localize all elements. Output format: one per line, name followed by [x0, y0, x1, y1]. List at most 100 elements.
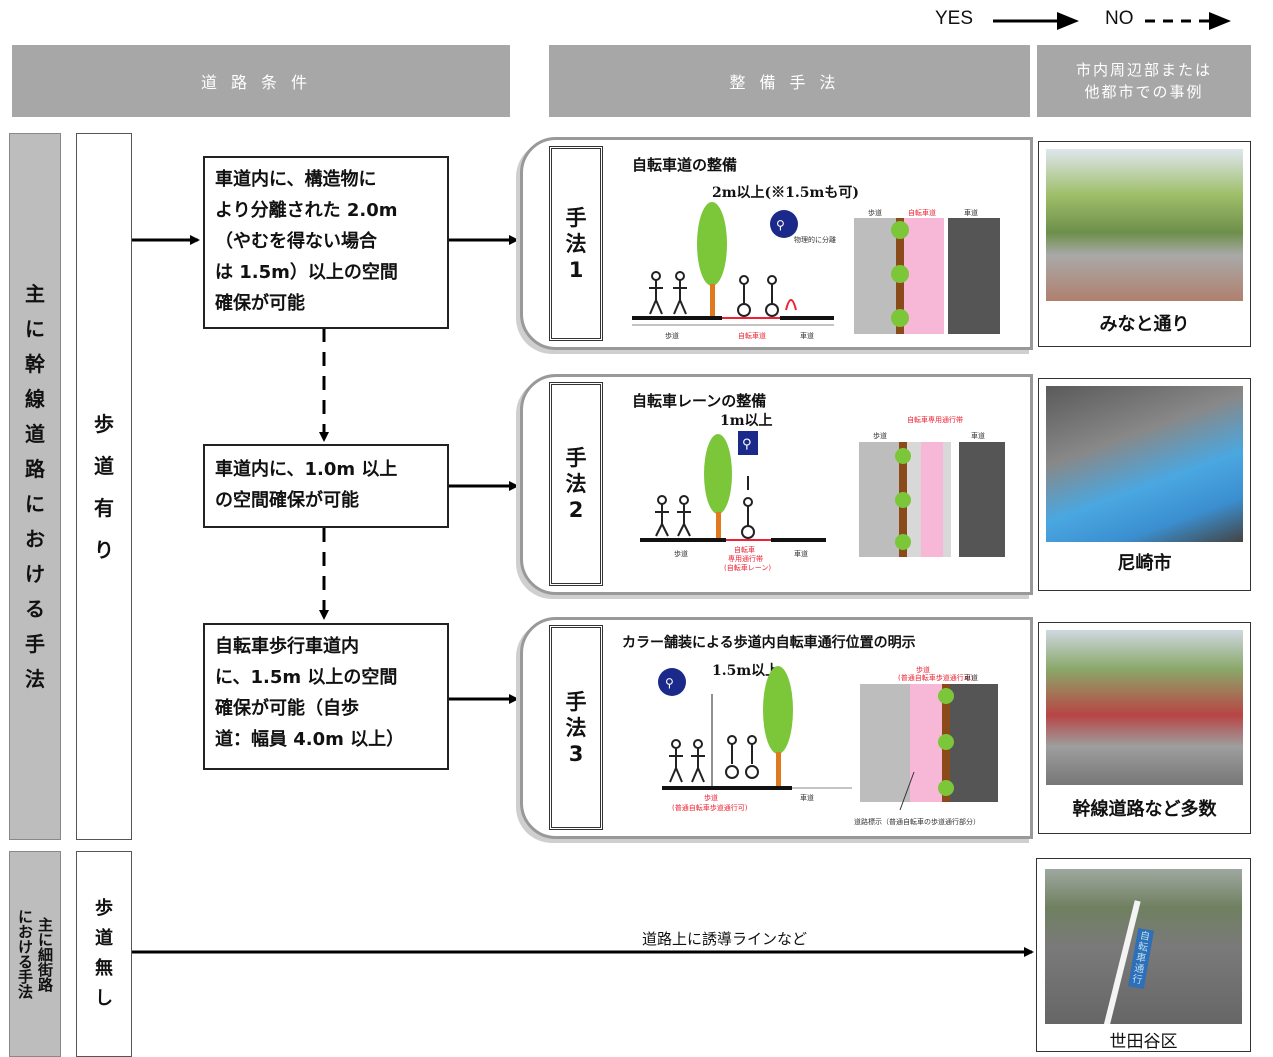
legend-no-label: NO — [1105, 8, 1134, 29]
method-label-char: 法 — [565, 231, 587, 256]
method-label-char: 1 — [568, 257, 584, 282]
condition-box-3: 自転車歩行車道内 に、1.5m 以上の空間 確保が可能（自歩 道：幅員 4.0m… — [203, 623, 449, 770]
method-label-char: 手 — [565, 205, 587, 230]
legend-no-arrow-icon — [1145, 12, 1231, 30]
cross-section-diagram-1: ⚲ 物理的に分離 歩道 自転車道 車道 — [632, 202, 836, 340]
arterial-char: け — [25, 561, 45, 586]
sidewalk-no-char: 歩 — [95, 898, 113, 919]
condition-line: （やむを得ない場合 — [215, 231, 377, 252]
bicycle-lane-sign-icon — [736, 430, 760, 457]
method-label-char: 手 — [565, 446, 587, 470]
svg-text:⚲: ⚲ — [742, 437, 752, 452]
method-width-1: 2m以上(※1.5mも可) — [712, 185, 859, 201]
arterial-char: 手 — [25, 631, 45, 656]
sidewalk-yes-char: 有 — [94, 495, 114, 520]
condition-line: より分離された 2.0m — [215, 200, 398, 221]
method-width-3: 1.5m以上 — [712, 663, 780, 679]
plan-label: 車道 — [964, 208, 978, 217]
arterial-char: 線 — [25, 386, 45, 411]
method-label-char: 手 — [565, 689, 587, 714]
sidewalk-no-char: し — [95, 988, 113, 1009]
example-caption-2: 尼崎市 — [1117, 553, 1172, 574]
bicycle-sidewalk-sign-icon — [658, 668, 686, 696]
plan-label: (普通自転車歩道通行可) — [898, 673, 974, 682]
plan-view-diagram-1: 歩道 自転車道 車道 — [854, 208, 1000, 334]
sidewalk-yes-char: り — [94, 537, 114, 562]
section-label: 車道 — [800, 793, 814, 802]
sidewalk-yes-char: 道 — [94, 453, 114, 478]
arterial-char: 道 — [25, 421, 45, 446]
sidewalk-yes-char: 歩 — [94, 411, 114, 436]
condition-line: の空間確保が可能 — [215, 490, 359, 511]
condition-line: に、1.5m 以上の空間 — [215, 667, 398, 688]
plan-label: 自転車専用通行帯 — [907, 415, 963, 424]
section-label: 歩道 — [704, 793, 718, 802]
section-label: 専用通行帯 — [728, 554, 763, 563]
narrow-arrow-label: 道路上に誘導ラインなど — [642, 930, 808, 948]
plan-label: 車道 — [964, 673, 978, 682]
method-label-3: 手 法 3 — [549, 625, 603, 830]
method-title-1: 自転車道の整備 — [632, 156, 738, 174]
condition-line: は 1.5m）以上の空間 — [215, 262, 398, 283]
header-methods: 整備手法 — [549, 45, 1030, 117]
example-caption-3: 幹線道路など多数 — [1072, 799, 1217, 820]
arterial-char: 幹 — [25, 351, 45, 376]
example-caption-1: みなと通り — [1099, 314, 1190, 335]
method-label-1: 手 法 1 — [549, 146, 603, 341]
arterial-char: に — [25, 491, 45, 516]
example-photo-3: 幹線道路など多数 — [1038, 622, 1251, 834]
condition-box-1: 車道内に、構造物に より分離された 2.0m （やむを得ない場合 は 1.5m）… — [203, 156, 449, 329]
legend-yes-label: YES — [935, 8, 974, 29]
plan-view-diagram-2: 歩道 自転車専用通行帯 車道 — [859, 415, 1005, 557]
arterial-char: 路 — [25, 456, 45, 481]
example-photo-1: みなと通り — [1038, 141, 1251, 347]
photo-image-1 — [1046, 149, 1243, 301]
condition-line: 車道内に、構造物に — [215, 169, 377, 190]
plan-note: 道路標示（普通自転車の歩道通行部分） — [854, 817, 980, 826]
section-label: 歩道 — [665, 331, 679, 340]
plan-label: 自転車道 — [908, 208, 936, 217]
plan-label: 車道 — [971, 431, 985, 440]
section-label: (普通自転車歩道通行可) — [672, 803, 748, 812]
section-label: 歩道 — [674, 549, 688, 558]
photo-image-3 — [1046, 630, 1243, 785]
arterial-char: 法 — [25, 666, 45, 691]
svg-text:⚲: ⚲ — [665, 676, 674, 690]
legend: YES NO — [935, 6, 1270, 36]
condition-line: 自転車歩行車道内 — [215, 636, 359, 657]
example-photo-narrow: 自転車通行 世田谷区 — [1036, 858, 1251, 1052]
bicycle-sign-icon — [770, 210, 798, 238]
condition-line: 確保が可能 — [215, 293, 305, 314]
cross-section-diagram-2: ⚲ 歩道 自転車 専用通行帯 (自転車レーン) 車道 — [640, 430, 826, 572]
narrow-street-col: 主に細街路 — [36, 916, 54, 992]
sidewalk-yes-label: 歩 道 有 り — [76, 133, 132, 840]
method-note-1: 物理的に分離 — [794, 235, 836, 244]
plan-label: 歩道 — [868, 208, 882, 217]
plan-label: 歩道 — [916, 665, 930, 674]
condition-line: 道：幅員 4.0m 以上） — [215, 729, 405, 750]
method-label-char: 法 — [565, 472, 587, 496]
legend-yes-arrow-icon — [993, 12, 1079, 30]
arterial-road-label: 主 に 幹 線 道 路 に お け る 手 法 — [9, 133, 61, 840]
cross-section-diagram-3: ⚲ 歩道 (普通自転車歩道通行可) 車道 — [658, 666, 852, 812]
method-label-char: 2 — [568, 498, 584, 522]
header-examples-line1: 市内周辺部または — [1075, 61, 1212, 79]
arterial-char: に — [25, 316, 45, 341]
sidewalk-no-char: 無 — [95, 958, 113, 979]
bike-lane-marking: 自転車通行 — [1127, 928, 1155, 989]
plan-view-diagram-3: 歩道 (普通自転車歩道通行可) 車道 道路標示（普通自転車の歩道通行部分） — [854, 665, 998, 826]
arterial-char: 主 — [25, 281, 45, 306]
header-examples: 市内周辺部または 他都市での事例 — [1037, 45, 1251, 117]
sidewalk-no-label: 歩 道 無 し — [76, 851, 132, 1057]
narrow-street-col: における手法 — [16, 909, 34, 999]
method-width-2: 1m以上 — [720, 413, 773, 429]
section-label: 自転車 — [734, 545, 755, 554]
header-conditions: 道路条件 — [12, 45, 510, 117]
svg-text:⚲: ⚲ — [776, 218, 785, 232]
photo-image-narrow: 自転車通行 — [1045, 869, 1242, 1024]
section-label: (自転車レーン) — [724, 563, 771, 572]
condition-line: 車道内に、1.0m 以上 — [215, 459, 398, 480]
sidewalk-no-char: 道 — [95, 928, 113, 949]
condition-box-2: 車道内に、1.0m 以上 の空間確保が可能 — [203, 444, 449, 528]
